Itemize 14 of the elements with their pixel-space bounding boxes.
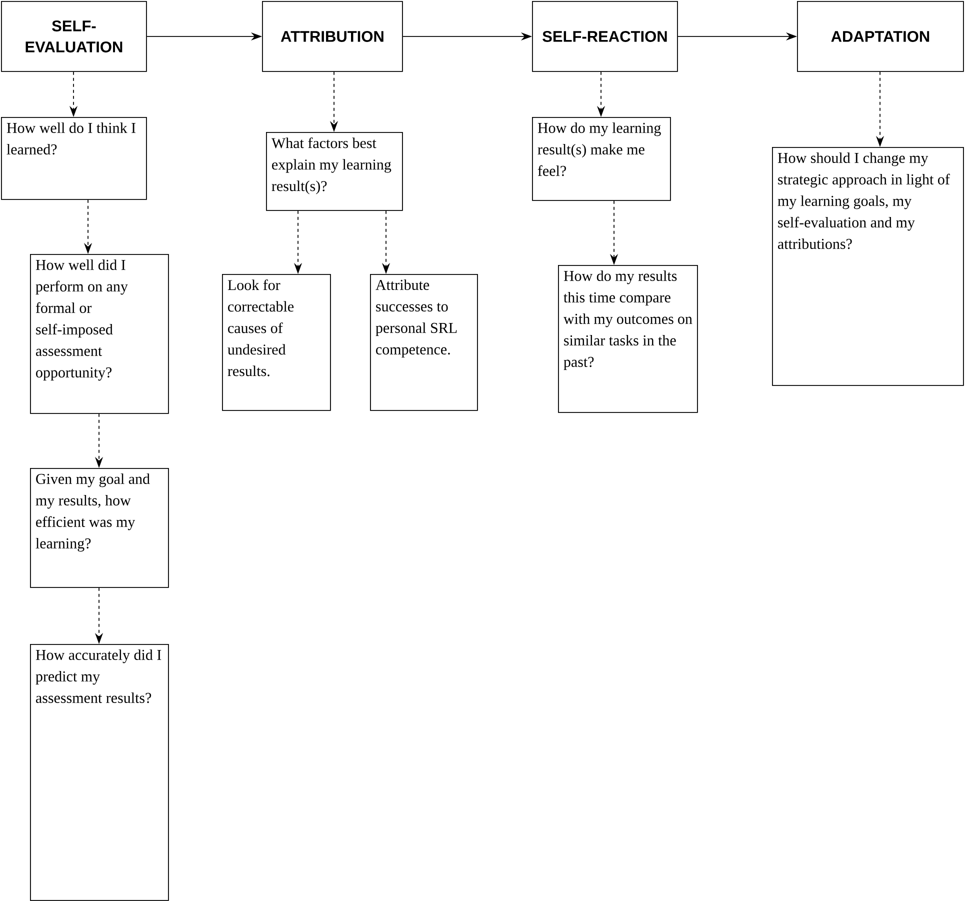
question-box: Given my goal and my results, how efficient was my learning? (30, 468, 169, 588)
question-box: How well do I think I learned? (1, 117, 147, 200)
stage-box: ADAPTATION (797, 1, 964, 72)
question-box: How should I change my strategic approach in light of my learning goals, my self-evaluation and my attributions? (772, 147, 964, 386)
question-box: How do my results this time compare with my outcomes on similar tasks in the past? (558, 265, 698, 413)
question-box: Look for correctable causes of undesired results. (222, 274, 331, 411)
question-box: What factors best explain my learning result(s)? (266, 132, 403, 211)
question-box: How well did I perform on any formal or self-imposed assessment opportunity? (30, 254, 169, 414)
stage-box: ATTRIBUTION (262, 1, 403, 72)
stage-box: SELF-REACTION (532, 1, 678, 72)
stage-box: SELF-EVALUATION (1, 1, 147, 72)
question-box: Attribute successes to personal SRL competence. (370, 274, 478, 411)
question-box: How do my learning result(s) make me feel? (532, 117, 671, 201)
question-box: How accurately did I predict my assessment results? (30, 644, 169, 901)
